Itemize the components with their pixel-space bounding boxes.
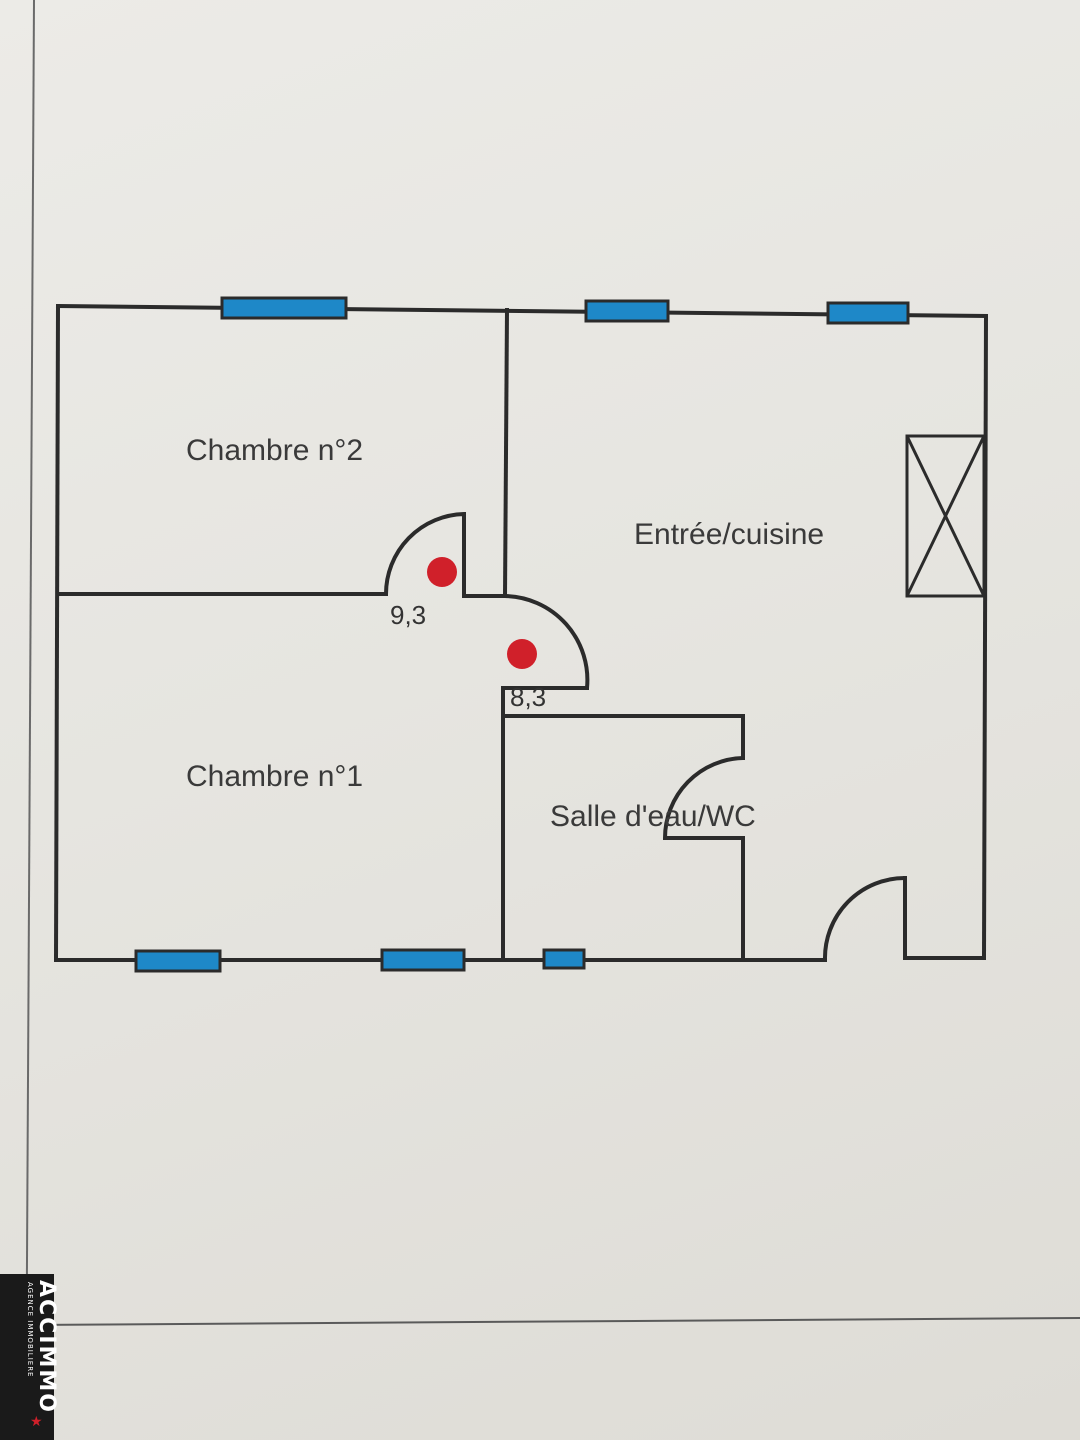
room-label-chambre1: Chambre n°1 — [186, 760, 363, 793]
star-icon: ★ — [30, 1414, 43, 1430]
door-chambre2 — [384, 511, 466, 596]
room-label-salle-eau: Salle d'eau/WC — [550, 800, 756, 833]
door-corridor — [504, 594, 590, 689]
marker-dot-2 — [507, 639, 537, 669]
windows — [134, 296, 910, 973]
dimension-label-2: 8,3 — [510, 682, 546, 712]
sheet-border-left — [25, 0, 35, 1440]
doors — [384, 511, 906, 961]
kitchen-unit — [905, 434, 986, 598]
marker-dot-1 — [427, 557, 457, 587]
window-bottom-1 — [134, 949, 222, 973]
agency-logo: ACCIMMO AGENCE IMMOBILIERE ★ — [0, 1274, 59, 1440]
logo-tagline: AGENCE IMMOBILIERE — [26, 1282, 34, 1377]
door-bathroom — [662, 756, 744, 840]
dimension-label-1: 9,3 — [390, 600, 426, 630]
wall-partition-upper — [502, 307, 510, 599]
window-top-1 — [220, 296, 348, 320]
walls — [53, 303, 989, 963]
room-label-entree-cuisine: Entrée/cuisine — [634, 518, 824, 551]
window-top-2 — [584, 299, 670, 323]
sheet-border-bottom — [25, 1317, 1080, 1326]
window-bottom-2 — [380, 948, 466, 972]
window-bottom-3 — [542, 948, 586, 970]
wall-right — [981, 313, 989, 961]
window-top-3 — [826, 301, 910, 325]
door-entry — [822, 876, 906, 961]
logo-name: ACCIMMO — [34, 1280, 59, 1414]
wall-left — [53, 303, 61, 963]
room-label-chambre2: Chambre n°2 — [186, 434, 363, 467]
